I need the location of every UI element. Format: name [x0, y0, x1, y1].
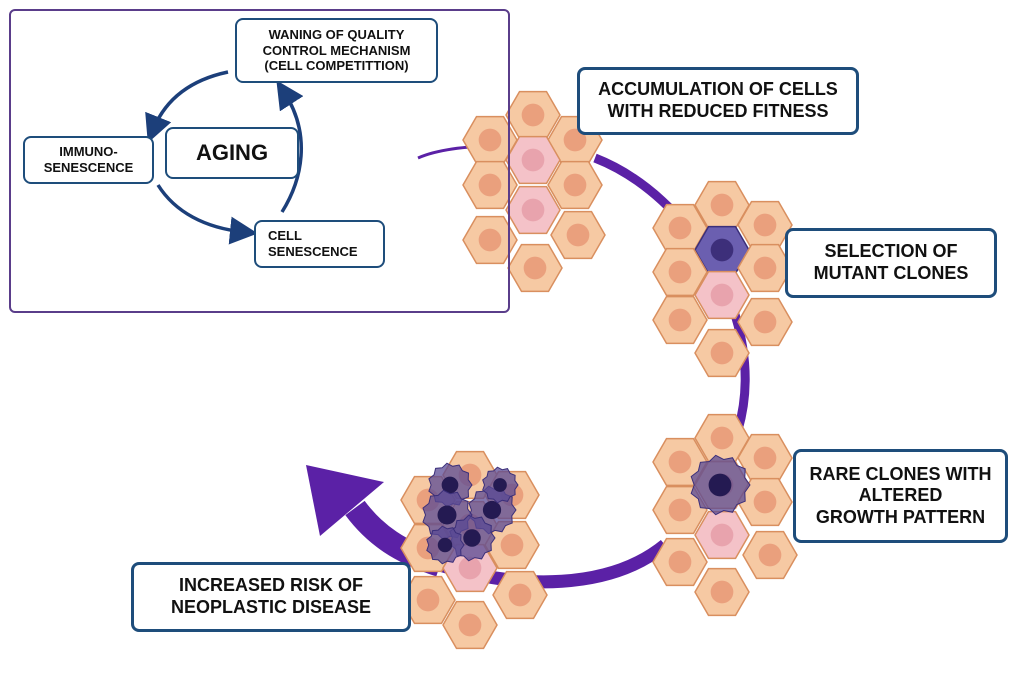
- waning-quality-control-box: WANING OF QUALITY CONTROL MECHANISM (CEL…: [235, 18, 438, 83]
- arrow-waning-to-immuno: [145, 70, 229, 143]
- accumulation-cell-6-nucleus: [521, 198, 545, 222]
- immuno-line-1: IMMUNO-: [59, 144, 118, 160]
- increased-risk-line-2: NEOPLASTIC DISEASE: [170, 597, 372, 617]
- immuno-line-2: SENESCENCE: [43, 160, 134, 175]
- rare-clone-cell-4-nucleus: [668, 498, 692, 522]
- accumulation-cell-8-nucleus: [566, 223, 590, 247]
- accumulation-line-1: ACCUMULATION OF CELLS: [598, 79, 838, 100]
- accumulation-line-2: WITH REDUCED FITNESS: [607, 101, 829, 121]
- immunosenescence-box: IMMUNO- SENESCENCE: [23, 136, 154, 184]
- accumulation-cell-4-nucleus: [478, 173, 502, 197]
- waning-line-2: CONTROL MECHANISM: [262, 42, 411, 58]
- tumor-cell-5-nucleus: [437, 537, 453, 553]
- selection-cell-1-nucleus: [668, 216, 692, 240]
- accumulation-cell-9-nucleus: [523, 256, 547, 280]
- tumor-cell-1-nucleus: [482, 500, 502, 520]
- tumor-cell-3-nucleus: [463, 529, 481, 547]
- waning-line-3: (CELL COMPETITTION): [264, 58, 409, 74]
- rare-clones-line-1: RARE CLONES WITH: [809, 463, 992, 484]
- selection-cell-4-nucleus: [668, 260, 692, 284]
- selection-cell-7-nucleus: [668, 308, 692, 332]
- rare-clone-cell-6-nucleus: [710, 523, 734, 547]
- rare-clone-cell-5-nucleus: [753, 490, 777, 514]
- selection-line-1: SELECTION OF: [824, 241, 958, 262]
- tumor-cell-0-nucleus: [441, 476, 459, 494]
- neoplastic-cell-9-nucleus: [458, 613, 482, 637]
- rare-clone-cell-0-nucleus: [710, 426, 734, 450]
- selection-cell-2-nucleus: [753, 213, 777, 237]
- tumor-cell-4-nucleus: [493, 478, 507, 492]
- rare-clones-line-2: ALTERED: [858, 485, 943, 506]
- aging-center-box: AGING: [165, 127, 299, 179]
- accumulation-cell-3-nucleus: [521, 148, 545, 172]
- waning-line-1: WANING OF QUALITY: [268, 27, 405, 43]
- rare-clones-box: RARE CLONES WITH ALTERED GROWTH PATTERN: [793, 449, 1008, 543]
- neoplastic-cell-7-nucleus: [416, 588, 440, 612]
- increased-risk-box: INCREASED RISK OF NEOPLASTIC DISEASE: [131, 562, 411, 632]
- rare-clone-cell-1-nucleus: [668, 450, 692, 474]
- aging-label: AGING: [195, 139, 269, 165]
- arrow-immuno-to-senescence: [156, 184, 258, 245]
- neoplastic-cell-5-nucleus: [500, 533, 524, 557]
- rare-clone-cell-2-nucleus: [753, 446, 777, 470]
- selection-cell-8-nucleus: [753, 310, 777, 334]
- selection-box: SELECTION OF MUTANT CLONES: [785, 228, 997, 298]
- neoplastic-cell-8-nucleus: [508, 583, 532, 607]
- selection-line-2: MUTANT CLONES: [813, 263, 969, 283]
- rare-clone-cell-9-nucleus: [710, 580, 734, 604]
- tumor-cell-2-nucleus: [437, 505, 457, 525]
- rare-clone-cell-7-nucleus: [668, 550, 692, 574]
- accumulation-box: ACCUMULATION OF CELLS WITH REDUCED FITNE…: [577, 67, 859, 135]
- accumulation-cell-5-nucleus: [563, 173, 587, 197]
- cell-clusters: [400, 90, 798, 650]
- cell-senescence-line-1: CELL: [268, 228, 302, 244]
- aging-inset-frame: [9, 9, 510, 313]
- increased-risk-line-1: INCREASED RISK OF: [178, 575, 364, 596]
- cell-senescence-box: CELL SENESCENCE: [254, 220, 385, 268]
- selection-cell-6-nucleus: [710, 283, 734, 307]
- rare-clone-cell-8-nucleus: [758, 543, 782, 567]
- selection-cell-3-nucleus: [710, 238, 734, 262]
- accumulation-cell-0-nucleus: [521, 103, 545, 127]
- accumulation-cell-2-nucleus: [563, 128, 587, 152]
- selection-cell-9-nucleus: [710, 341, 734, 365]
- accumulation-cell-1-nucleus: [478, 128, 502, 152]
- progression-arrowhead: [306, 465, 384, 536]
- selection-cell-0-nucleus: [710, 193, 734, 217]
- accumulation-cell-7-nucleus: [478, 228, 502, 252]
- selection-cell-5-nucleus: [753, 256, 777, 280]
- cell-senescence-line-2: SENESCENCE: [268, 244, 358, 259]
- arrow-senescence-to-waning: [276, 80, 304, 213]
- altered-clone-cell-nucleus: [708, 473, 732, 497]
- neoplastic-cell-6-nucleus: [458, 556, 482, 580]
- rare-clones-line-3: GROWTH PATTERN: [815, 506, 986, 527]
